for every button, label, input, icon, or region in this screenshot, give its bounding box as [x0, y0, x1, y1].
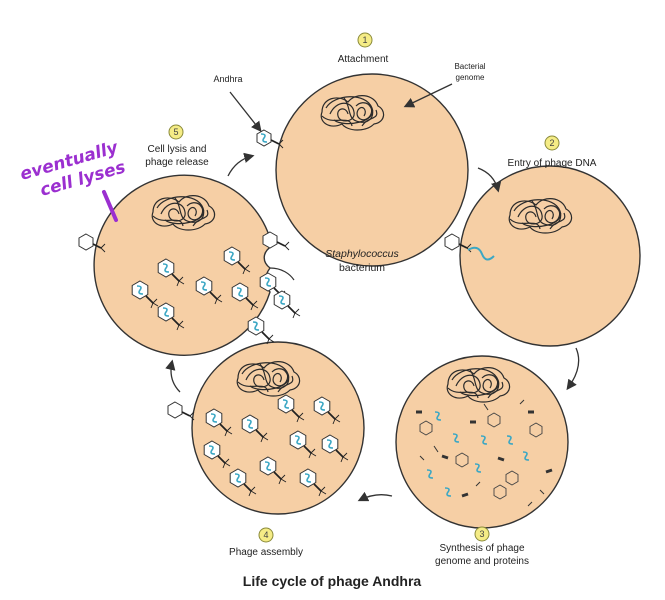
step-badge-3: 3: [474, 526, 490, 542]
svg-text:5: 5: [173, 127, 178, 137]
handwritten-annotation: eventually cell lyses: [18, 138, 128, 222]
host-label-type: bacterium: [339, 262, 385, 274]
step-label-lysis-1: Cell lysis and: [148, 144, 207, 155]
cell-lysis: [78, 174, 301, 356]
cell-assembly: [167, 341, 365, 515]
host-label-species: Staphylococcus: [325, 248, 399, 260]
step-label-synthesis-1: Synthesis of phage: [439, 543, 524, 554]
svg-text:1: 1: [362, 35, 367, 45]
step-badge-1: 1: [357, 32, 373, 48]
figure-title: Life cycle of phage Andhra: [243, 573, 422, 589]
empty-phage-coat-icon: [167, 401, 195, 421]
genome-pointer: [403, 83, 453, 108]
cell-attachment: [256, 73, 469, 267]
andhra-label: Andhra: [213, 74, 242, 84]
step-label-entry: Entry of phage DNA: [508, 158, 597, 169]
cycle-arrows: [165, 152, 580, 502]
step-badge-2: 2: [544, 135, 560, 151]
svg-text:4: 4: [263, 530, 268, 540]
genome-label-2: genome: [456, 73, 485, 82]
step-label-synthesis-2: genome and proteins: [435, 556, 529, 567]
svg-text:3: 3: [479, 529, 484, 539]
step-label-assembly: Phage assembly: [229, 547, 303, 558]
step-badge-5: 5: [168, 124, 184, 140]
andhra-pointer: [229, 91, 262, 133]
phage-parts-cluster: [416, 399, 553, 507]
svg-text:2: 2: [549, 138, 554, 148]
genome-label-1: Bacterial: [454, 62, 485, 71]
step-badge-4: 4: [258, 527, 274, 543]
step-label-attachment: Attachment: [338, 54, 389, 65]
cell-dna-entry: [444, 165, 641, 347]
cell-synthesis: [395, 355, 569, 529]
step-label-lysis-2: phage release: [145, 157, 209, 168]
